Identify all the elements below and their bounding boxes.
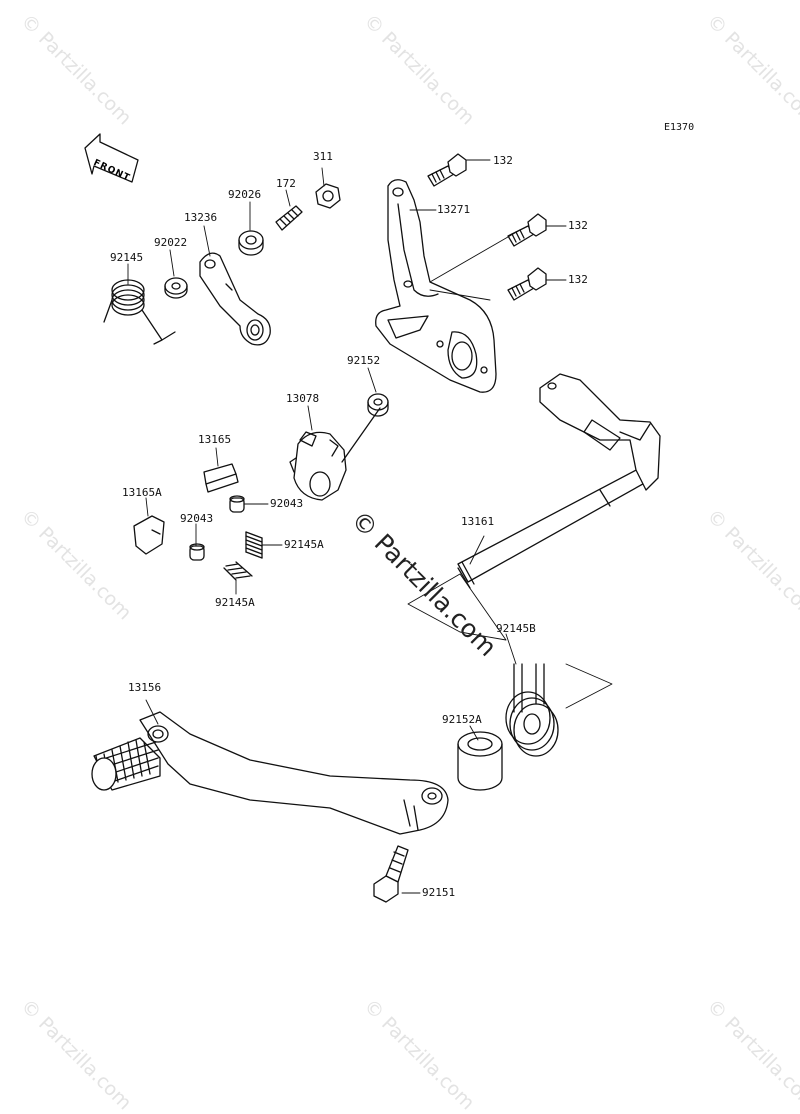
spring-92145A-right (245, 531, 263, 559)
bolt-92151 (373, 845, 409, 903)
pedal-13156 (91, 711, 449, 835)
pawl-13165 (203, 463, 239, 493)
part-label-13078[interactable]: 13078 (286, 392, 320, 405)
parts-diagram (84, 133, 661, 903)
diagram-code: E1370 (664, 122, 695, 133)
collar-92152A (457, 731, 503, 791)
part-label-13271[interactable]: 13271 (437, 203, 471, 216)
part-label-13236[interactable]: 13236 (184, 211, 218, 224)
leader-lines (127, 159, 567, 894)
spring-92145B (505, 663, 613, 757)
stud-172 (275, 205, 303, 231)
part-label-311[interactable]: 311 (313, 150, 333, 163)
cam-13078 (289, 407, 381, 501)
plate-13271 (375, 179, 497, 393)
part-label-13165A[interactable]: 13165A (122, 486, 162, 499)
part-label-13161[interactable]: 13161 (461, 515, 495, 528)
shaft-13161 (407, 373, 661, 641)
part-label-92022[interactable]: 92022 (154, 236, 188, 249)
part-label-13165[interactable]: 13165 (198, 433, 232, 446)
nut-311 (315, 183, 341, 209)
spring-92145 (103, 279, 176, 345)
bolt-132-middle (507, 213, 547, 247)
part-label-92145[interactable]: 92145 (110, 251, 144, 264)
washer-92152 (367, 393, 389, 417)
washer-92022 (164, 277, 188, 299)
bolt-132-bottom (507, 267, 547, 301)
collar-92026 (238, 230, 264, 256)
part-label-92152A[interactable]: 92152A (442, 713, 482, 726)
part-label-92145B[interactable]: 92145B (496, 622, 536, 635)
part-label-132-middle[interactable]: 132 (568, 219, 588, 232)
part-label-92043-left[interactable]: 92043 (180, 512, 214, 525)
spring-92145A-left (223, 561, 253, 581)
part-label-132-top[interactable]: 132 (493, 154, 513, 167)
part-label-92151[interactable]: 92151 (422, 886, 456, 899)
bolt-132-top (427, 153, 467, 187)
part-label-132-bottom[interactable]: 132 (568, 273, 588, 286)
pawl-13165A (133, 515, 165, 555)
front-arrow-icon (84, 133, 139, 183)
pin-92043-right (229, 495, 245, 513)
part-label-172[interactable]: 172 (276, 177, 296, 190)
part-label-92026[interactable]: 92026 (228, 188, 262, 201)
part-label-13156[interactable]: 13156 (128, 681, 162, 694)
part-label-92145A-left[interactable]: 92145A (215, 596, 255, 609)
lever-13236 (199, 252, 271, 346)
pin-92043-left (189, 543, 205, 561)
part-label-92043-right[interactable]: 92043 (270, 497, 304, 510)
part-label-92152[interactable]: 92152 (347, 354, 381, 367)
part-label-92145A-right[interactable]: 92145A (284, 538, 324, 551)
